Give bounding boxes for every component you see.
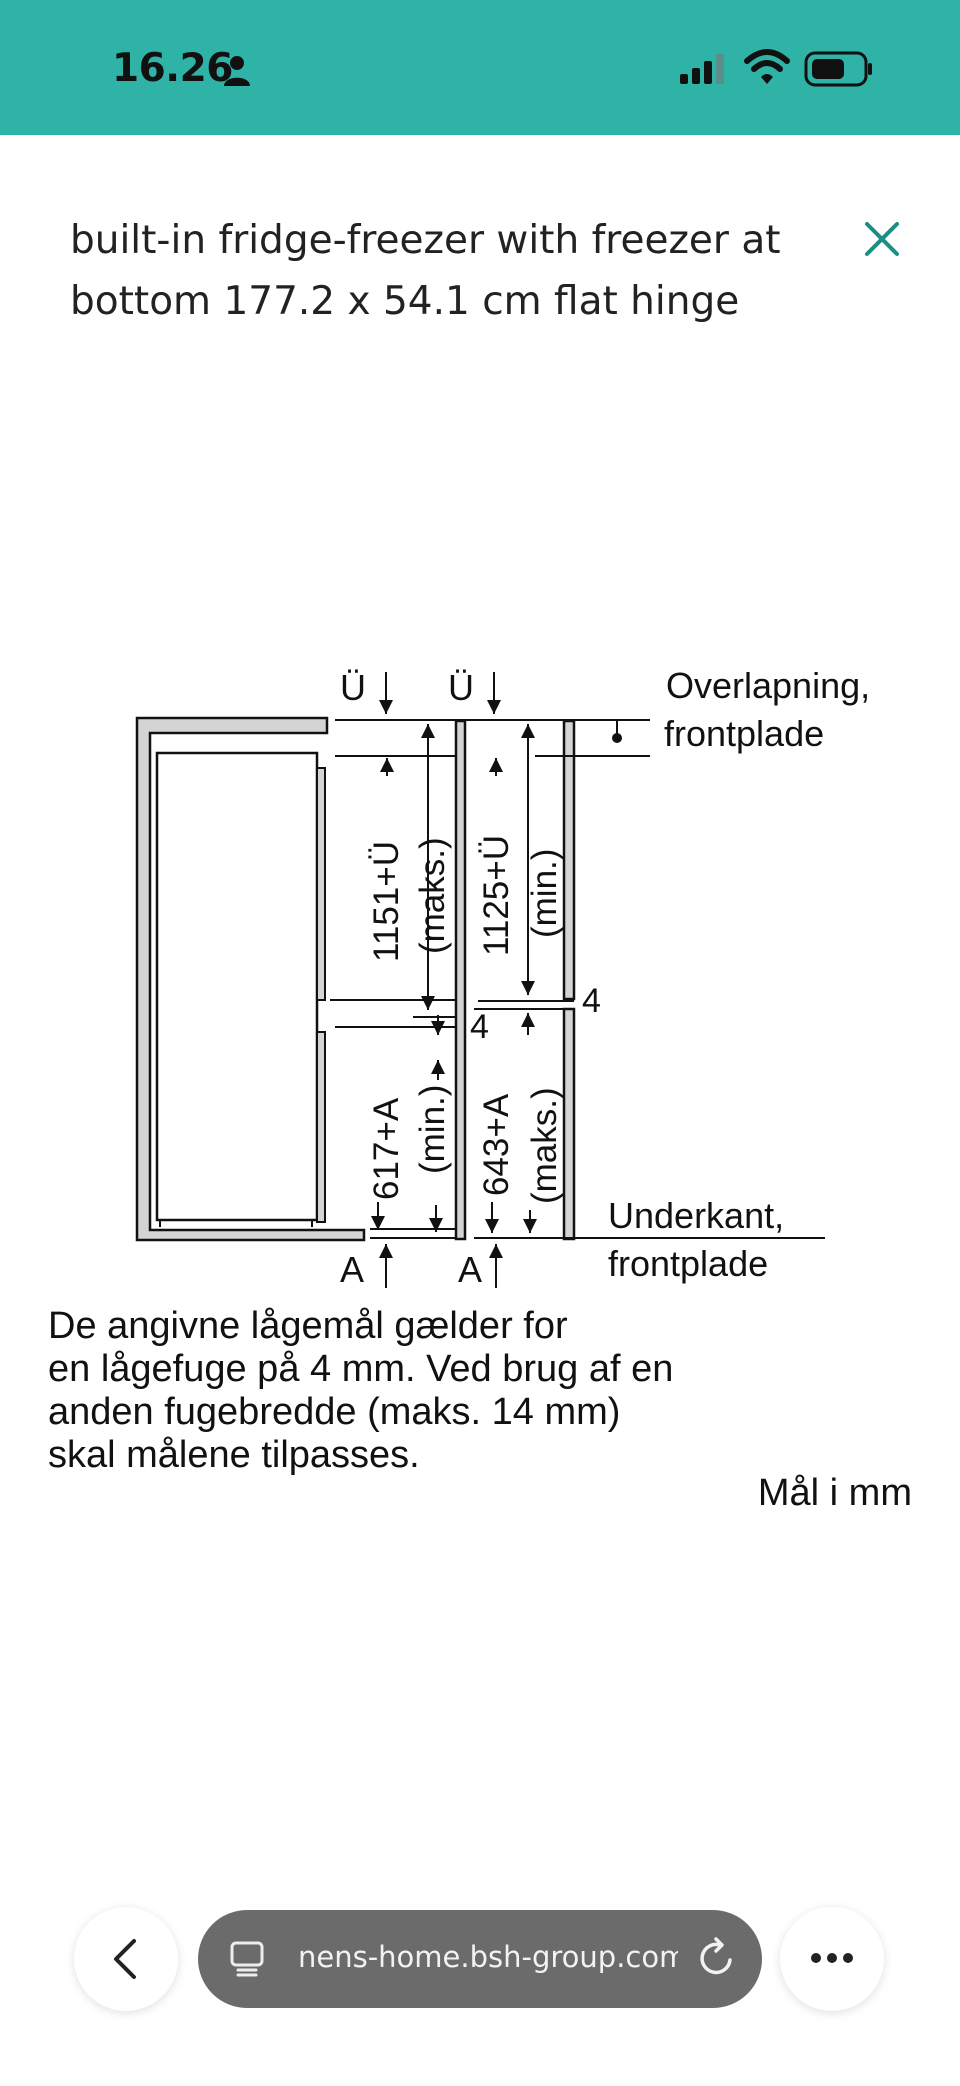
- note-line: De angivne lågemål gælder for: [48, 1305, 568, 1347]
- wifi-icon: [744, 49, 790, 84]
- lower-left-dimension: 617+A: [367, 1097, 406, 1200]
- gap-right-label: 4: [582, 982, 601, 1020]
- signal-icon: [680, 54, 724, 84]
- note-line: anden fugebredde (maks. 14 mm): [48, 1391, 621, 1433]
- upper-right-dimension: 1125+Ü: [477, 835, 516, 956]
- note-line: en lågefuge på 4 mm. Ved brug af en: [48, 1348, 674, 1390]
- u-mark-right: Ü: [448, 667, 474, 708]
- units-label: Mål i mm: [757, 1472, 912, 1514]
- tabs-icon[interactable]: [228, 1940, 266, 1978]
- close-icon[interactable]: [855, 212, 909, 266]
- lower-right-note: (maks.): [525, 1087, 564, 1204]
- right-lower-panel: [562, 1007, 576, 1241]
- more-button[interactable]: [780, 1907, 884, 2011]
- url-text: nens-home.bsh-group.com: [298, 1940, 678, 1974]
- address-bar[interactable]: nens-home.bsh-group.com: [198, 1910, 762, 2008]
- bottom-edge-label-2: frontplade: [608, 1243, 768, 1284]
- status-time: 16.26: [112, 46, 233, 91]
- lower-right-dimension: 643+A: [477, 1093, 516, 1196]
- reload-icon[interactable]: [694, 1936, 738, 1980]
- lower-left-note: (min.): [413, 1085, 452, 1174]
- upper-right-note: (min.): [525, 849, 564, 938]
- a-mark-right: A: [458, 1249, 482, 1290]
- more-icon: [811, 1953, 853, 1963]
- middle-panel: [454, 719, 467, 1241]
- chevron-left-icon: [114, 1939, 136, 1979]
- lower-door-strip: [316, 1031, 326, 1223]
- bottom-edge-label-1: Underkant,: [608, 1195, 784, 1236]
- overlap-label-2: frontplade: [664, 713, 824, 754]
- door-gap-note: De angivne lågemål gælder for en lågefug…: [48, 1305, 808, 1477]
- upper-left-dimension: 1151+Ü: [367, 841, 406, 962]
- note-line: skal målene tilpasses.: [48, 1434, 420, 1476]
- appliance-body: [155, 751, 319, 1222]
- overlap-label-1: Overlapning,: [666, 665, 870, 706]
- installation-diagram: Ü Ü Overlapning, frontplade 1151+Ü (maks…: [135, 665, 870, 1290]
- page-title: built-in fridge-freezer with freezer at …: [70, 218, 781, 324]
- upper-left-note: (maks.): [413, 837, 452, 954]
- battery-icon: [804, 51, 872, 87]
- person-icon: [224, 56, 250, 86]
- back-button[interactable]: [74, 1907, 178, 2011]
- upper-door-strip: [316, 767, 326, 1001]
- right-upper-panel: [562, 719, 576, 1001]
- u-mark-left: Ü: [340, 667, 366, 708]
- gap-middle-label: 4: [470, 1008, 489, 1046]
- a-mark-left: A: [340, 1249, 364, 1290]
- cabinet-frame: [135, 716, 366, 1242]
- status-bar: 16.26: [0, 0, 960, 135]
